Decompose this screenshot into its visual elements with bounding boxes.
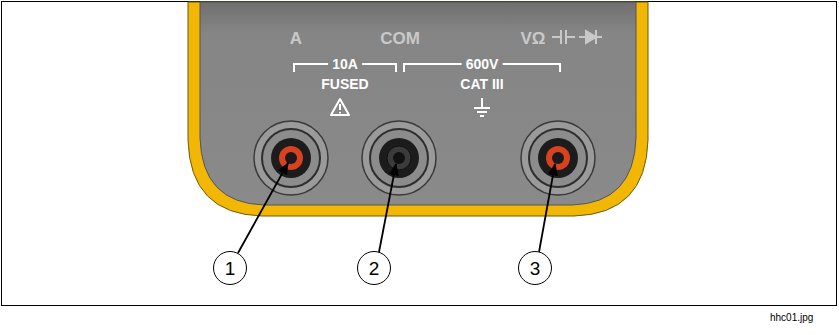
jack-v — [521, 121, 595, 195]
grey-panel — [200, 2, 636, 205]
callout-circle: 1 — [213, 251, 247, 285]
current-rating: 10A — [328, 57, 362, 71]
callout-circle: 2 — [357, 251, 391, 285]
leader-arrows — [238, 163, 555, 253]
jack-a — [254, 121, 328, 195]
voltage-rating: 600V — [462, 57, 503, 71]
ground-symbol — [474, 98, 490, 116]
frame — [2, 2, 837, 306]
warning-symbol — [331, 99, 349, 115]
capacitor-diode-symbols — [552, 30, 602, 44]
fuse-note: FUSED — [321, 77, 368, 91]
category-rating: CAT III — [460, 77, 503, 91]
jack-com — [362, 121, 436, 195]
callout-number: 1 — [225, 259, 236, 278]
yellow-holster — [188, 2, 648, 216]
terminal-label: A — [290, 30, 302, 47]
terminal-label: COM — [380, 30, 420, 47]
file-name: hhc01.jpg — [770, 313, 813, 323]
terminal-label: VΩ — [521, 30, 546, 47]
callout-circle: 3 — [518, 251, 552, 285]
callout-number: 2 — [369, 259, 380, 278]
callout-number: 3 — [530, 259, 541, 278]
